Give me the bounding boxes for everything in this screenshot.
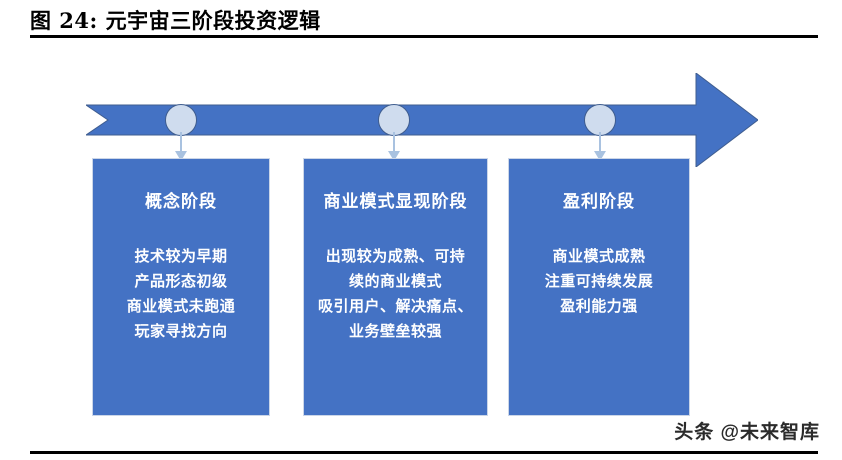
down-arrow-icon-3 [594, 132, 606, 161]
timeline-arrow-icon [86, 73, 758, 167]
stage-title-1: 概念阶段 [145, 192, 217, 211]
stage-line: 注重可持续发展 [544, 273, 654, 290]
stage-line: 吸引用户、解决痛点、 [317, 298, 473, 315]
stage-line: 商业模式成熟 [552, 248, 646, 265]
stage-body-3: 商业模式成熟 注重可持续发展 盈利能力强 [545, 244, 654, 319]
stage-card-2: 商业模式显现阶段 出现较为成熟、可持 续的商业模式 吸引用户、解决痛点、 业务壁… [303, 158, 488, 416]
stage-line: 出现较为成熟、可持 [325, 248, 466, 265]
stage-line: 盈利能力强 [560, 298, 638, 315]
stage-line: 业务壁垒较强 [348, 323, 442, 340]
stage-body-2: 出现较为成熟、可持 续的商业模式 吸引用户、解决痛点、 业务壁垒较强 [318, 244, 473, 344]
stage-card-1: 概念阶段 技术较为早期 产品形态初级 商业模式未跑通 玩家寻找方向 [92, 158, 270, 416]
figure-caption: 图 24: 元宇宙三阶段投资逻辑 [30, 8, 321, 33]
caption-divider-top [30, 35, 818, 38]
stage-line: 产品形态初级 [134, 273, 228, 290]
stage-title-2: 商业模式显现阶段 [323, 192, 468, 211]
stage-body-1: 技术较为早期 产品形态初级 商业模式未跑通 玩家寻找方向 [127, 244, 236, 344]
milestone-circle-icon-2 [378, 104, 410, 136]
down-arrow-icon-1 [175, 132, 187, 161]
stage-card-3: 盈利阶段 商业模式成熟 注重可持续发展 盈利能力强 [508, 158, 690, 416]
milestone-circle-icon-1 [165, 104, 197, 136]
stage-line: 续的商业模式 [348, 273, 442, 290]
stage-line: 玩家寻找方向 [134, 323, 228, 340]
stage-title-3: 盈利阶段 [563, 192, 635, 211]
down-arrow-icon-2 [388, 132, 400, 161]
stage-line: 商业模式未跑通 [126, 298, 236, 315]
stage-line: 技术较为早期 [134, 248, 228, 265]
watermark: 头条 @未来智库 [674, 422, 820, 443]
figure-divider-bottom [30, 451, 818, 454]
